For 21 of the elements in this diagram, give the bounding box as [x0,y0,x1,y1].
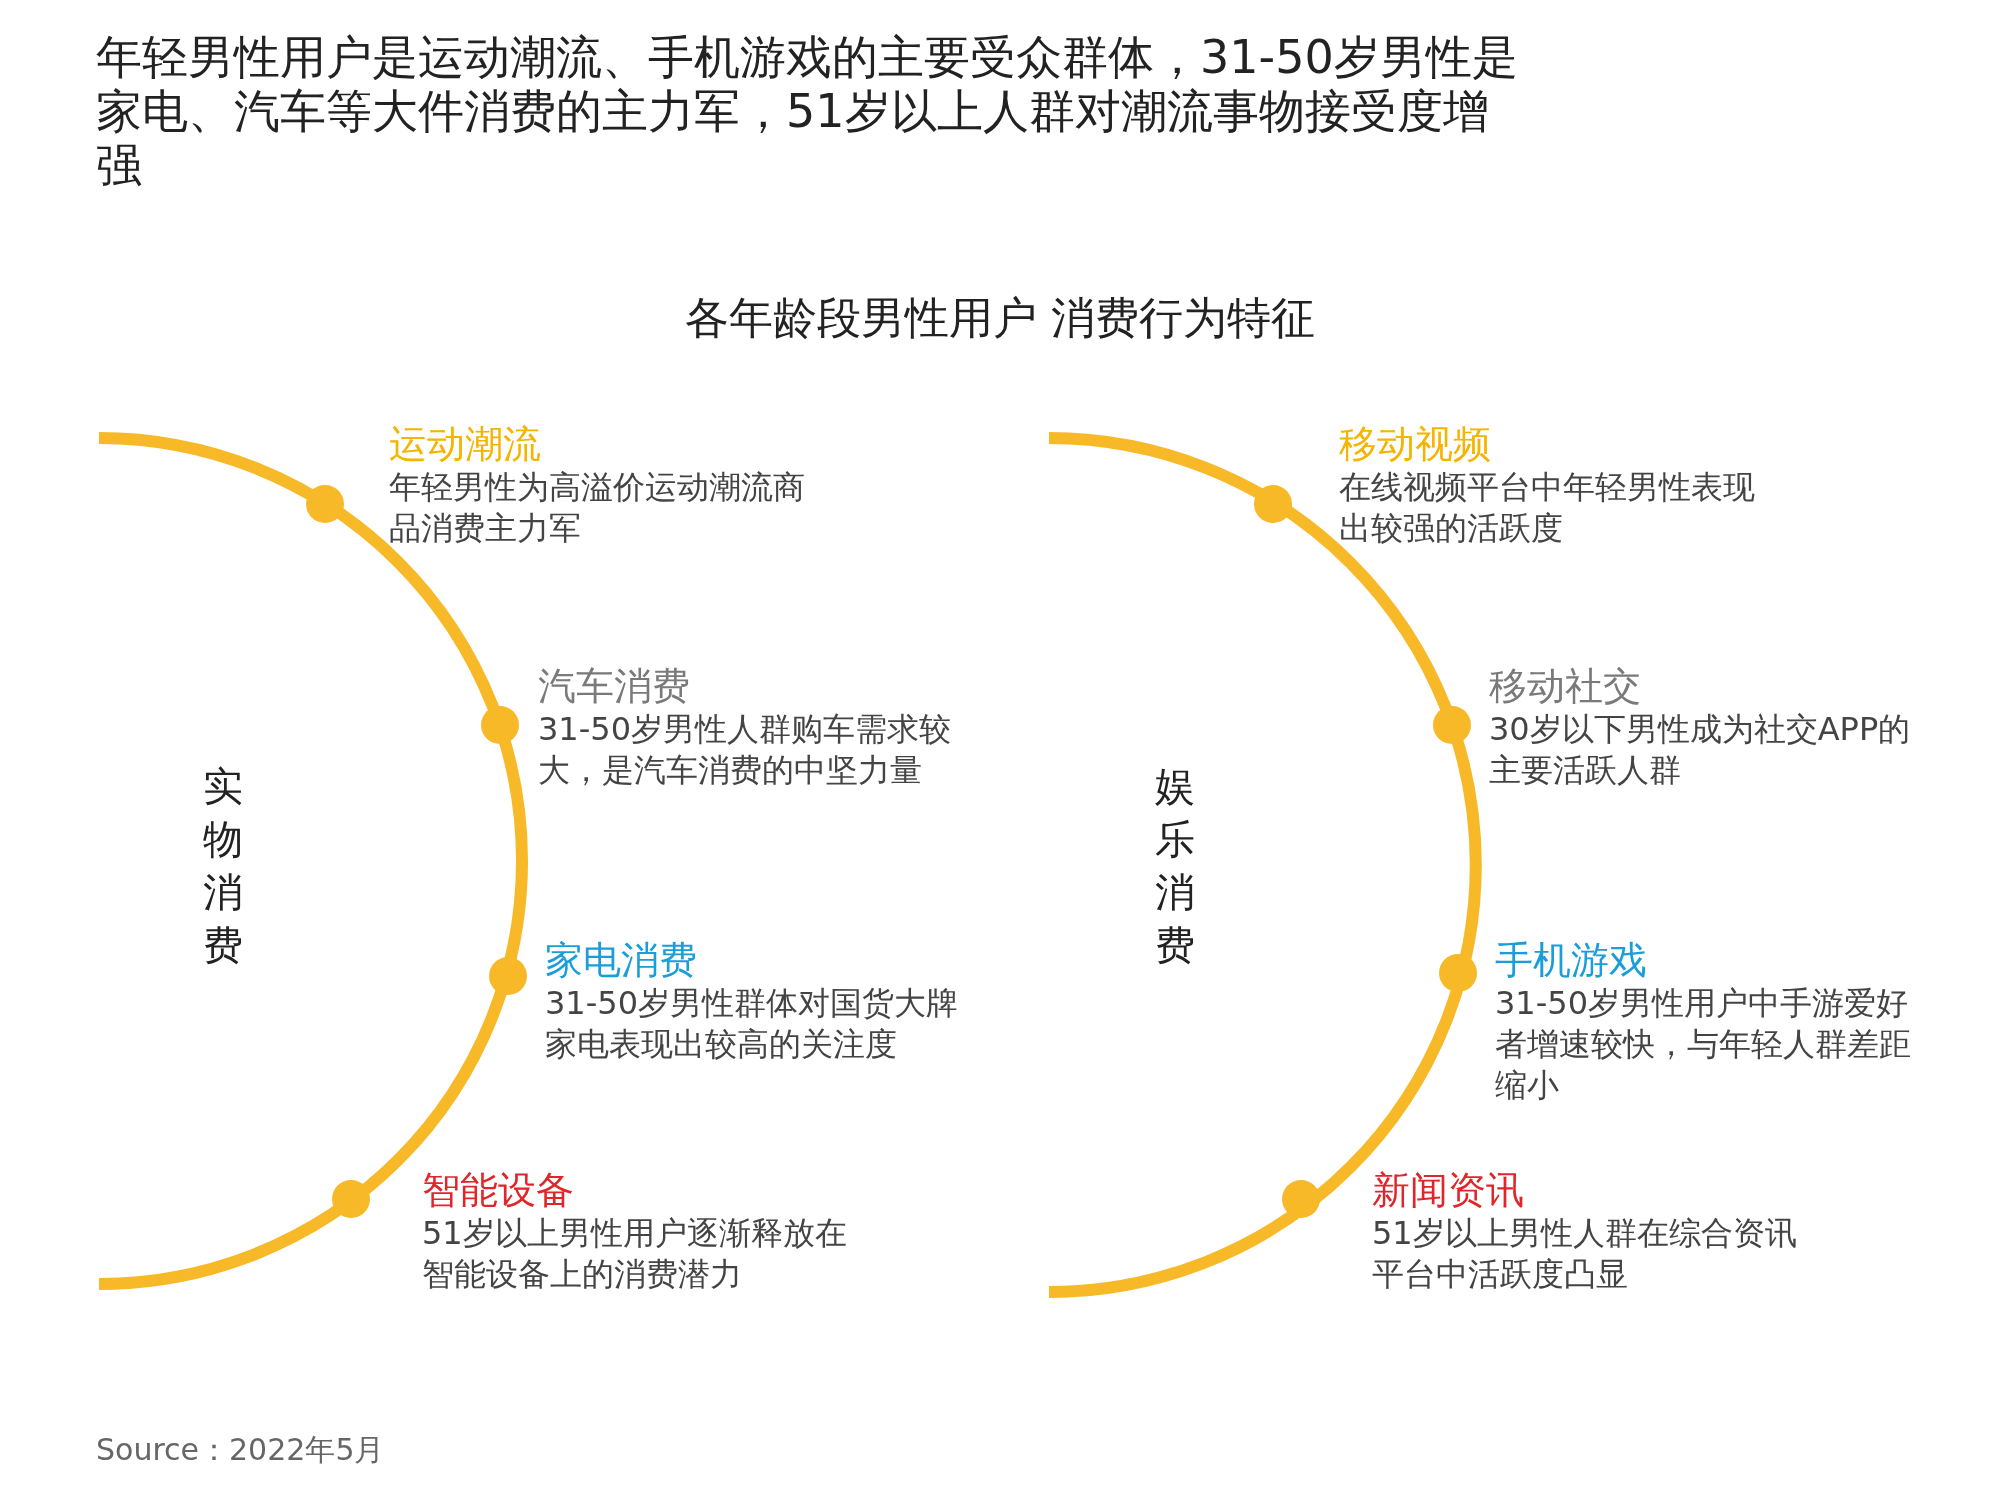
item-description: 30岁以下男性成为社交APP的主要活跃人群 [1489,709,1912,791]
item-description: 31-50岁男性用户中手游爱好者增速较快，与年轻人群差距缩小 [1495,983,1912,1106]
item-description: 在线视频平台中年轻男性表现出较强的活跃度 [1339,467,1756,549]
source-note: Source：2022年5月 [96,1432,385,1468]
item-description: 年轻男性为高溢价运动潮流商品消费主力军 [389,467,806,549]
item-heading: 家电消费 [545,937,698,983]
item-description: 51岁以上男性用户逐渐释放在智能设备上的消费潜力 [422,1213,848,1295]
item-description: 51岁以上男性人群在综合资讯平台中活跃度凸显 [1372,1213,1798,1295]
item-heading: 手机游戏 [1495,937,1648,983]
item-heading: 新闻资讯 [1372,1167,1525,1213]
item-heading: 运动潮流 [389,421,542,467]
item-heading: 移动社交 [1489,663,1642,709]
category-label: 实物消费 [203,762,244,970]
item-description: 31-50岁男性人群购车需求较大，是汽车消费的中坚力量 [538,709,952,791]
item-heading: 智能设备 [422,1167,575,1213]
item-heading: 汽车消费 [538,663,691,709]
item-description: 31-50岁男性群体对国货大牌家电表现出较高的关注度 [545,983,959,1065]
chart-subtitle: 各年龄段男性用户 消费行为特征 [684,292,1316,344]
category-label: 娱乐消费 [1155,762,1196,970]
item-heading: 移动视频 [1339,421,1492,467]
title: 年轻男性用户是运动潮流、手机游戏的主要受众群体，31-50岁男性是家电、汽车等大件消费的主力军，51岁以上人群对潮流事物接受度增强 [96,30,1519,192]
